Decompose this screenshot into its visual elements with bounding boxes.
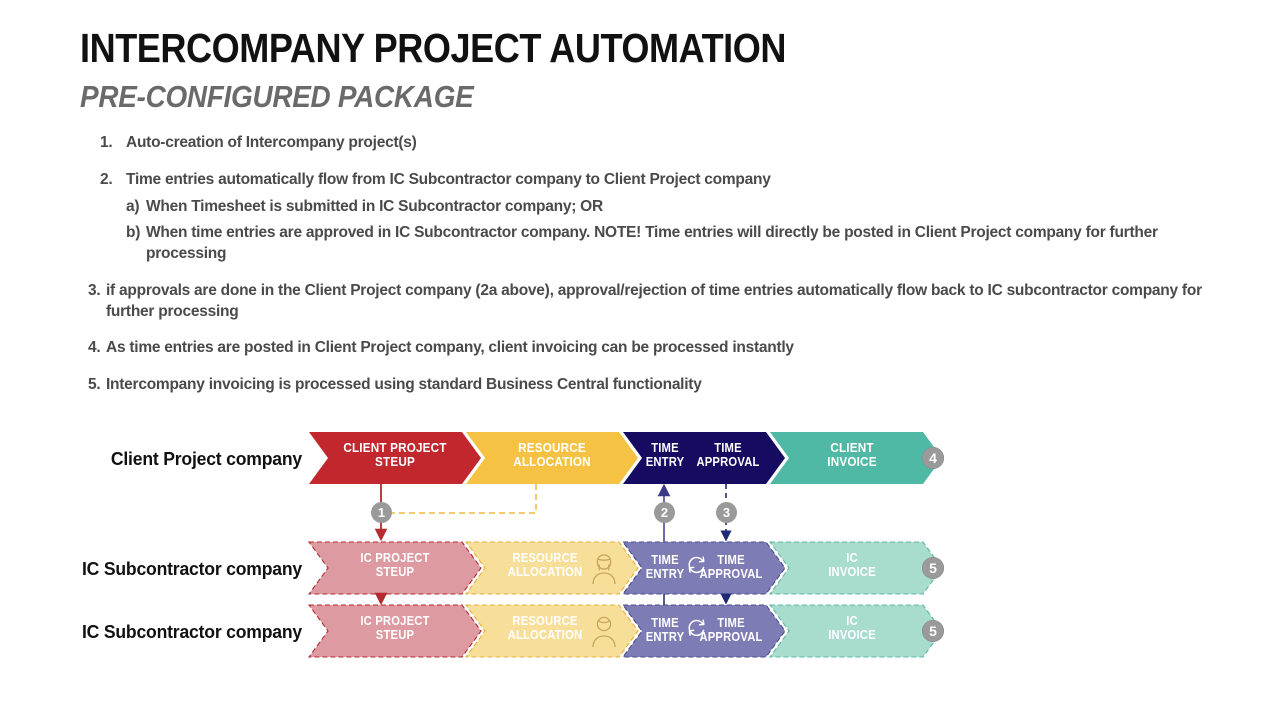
chevron-client-project-setup[interactable] bbox=[309, 432, 481, 484]
title-block: INTERCOMPANY PROJECT AUTOMATION PRE-CONF… bbox=[80, 25, 1200, 114]
list-item-sub: b) When time entries are approved in IC … bbox=[88, 223, 1218, 265]
list-item-number: a) bbox=[126, 197, 140, 215]
list-item-text: if approvals are done in the Client Proj… bbox=[106, 281, 1202, 320]
chevron-resource-allocation[interactable] bbox=[466, 432, 638, 484]
list-item: 3. if approvals are done in the Client P… bbox=[88, 281, 1218, 323]
list-item: 1. Auto-creation of Intercompany project… bbox=[88, 133, 1218, 154]
stage-label-ic-invoice: IC INVOICE bbox=[828, 551, 876, 579]
row-label-ic-subcontractor-2: IC Subcontractor company bbox=[81, 621, 303, 642]
status-badge-5: 5 bbox=[922, 620, 944, 642]
stage-label-time-approval: TIME APPROVAL bbox=[699, 553, 763, 581]
chevron-ic-project-setup[interactable] bbox=[307, 541, 482, 595]
chevron-client-invoice[interactable] bbox=[770, 432, 942, 484]
list-item-sub: a) When Timesheet is submitted in IC Sub… bbox=[88, 197, 1218, 218]
stage-label-time-entry: TIME ENTRY bbox=[645, 553, 685, 581]
connector-badge-3: 3 bbox=[716, 502, 737, 523]
bullet-list: 1. Auto-creation of Intercompany project… bbox=[88, 133, 1218, 408]
connector-resource-allocation-dashed bbox=[392, 484, 537, 514]
list-item-number: 2. bbox=[100, 170, 113, 188]
list-item: 2. Time entries automatically flow from … bbox=[88, 170, 1218, 191]
stage-label-client-invoice: CLIENT INVOICE bbox=[827, 440, 877, 470]
row-ic-sub-1-chevrons bbox=[307, 541, 943, 595]
stage-label-time-entry: TIME ENTRY bbox=[645, 616, 685, 644]
refresh-icon bbox=[686, 617, 707, 643]
list-item-text: Time entries automatically flow from IC … bbox=[126, 170, 771, 188]
stage-label-client-project-setup: CLIENT PROJECT STEUP bbox=[343, 440, 447, 470]
row-label-ic-subcontractor-1: IC Subcontractor company bbox=[81, 558, 303, 579]
stage-label-ic-project-setup: IC PROJECT STEUP bbox=[360, 614, 430, 642]
list-item-number: 5. bbox=[88, 376, 101, 394]
list-item-number: 3. bbox=[88, 281, 101, 299]
list-item-text: Intercompany invoicing is processed usin… bbox=[106, 376, 702, 394]
chevron-ic-invoice[interactable] bbox=[768, 541, 943, 595]
chevron-resource-allocation[interactable] bbox=[464, 604, 639, 658]
stage-label-time-approval: TIME APPROVAL bbox=[699, 616, 763, 644]
page-title: INTERCOMPANY PROJECT AUTOMATION bbox=[80, 25, 786, 71]
list-item-text: As time entries are posted in Client Pro… bbox=[106, 339, 794, 357]
person-female-icon bbox=[589, 551, 619, 590]
stage-label-time-approval: TIME APPROVAL bbox=[696, 441, 760, 469]
row-client-project-chevrons bbox=[309, 432, 942, 484]
stage-label-resource-allocation: RESOURCE ALLOCATION bbox=[507, 551, 583, 579]
page-subtitle: PRE-CONFIGURED PACKAGE bbox=[80, 79, 474, 114]
connector-badge-2: 2 bbox=[654, 502, 675, 523]
person-male-icon bbox=[589, 614, 619, 653]
row-label-client-project-company: Client Project company bbox=[110, 448, 302, 469]
list-item-text: When Timesheet is submitted in IC Subcon… bbox=[146, 197, 603, 215]
status-badge-5: 5 bbox=[922, 557, 944, 579]
stage-label-time-entry: TIME ENTRY bbox=[645, 441, 685, 469]
list-item: 5. Intercompany invoicing is processed u… bbox=[88, 375, 1218, 396]
process-flow-diagram: Client Project company IC Subcontractor … bbox=[0, 418, 1280, 678]
stage-label-resource-allocation: RESOURCE ALLOCATION bbox=[507, 614, 583, 642]
chevron-ic-project-setup[interactable] bbox=[307, 604, 482, 658]
list-item-text: Auto-creation of Intercompany project(s) bbox=[126, 134, 417, 151]
list-item-number: b) bbox=[126, 224, 141, 242]
stage-label-resource-allocation: RESOURCE ALLOCATION bbox=[513, 440, 591, 470]
chevron-time-entry-approval[interactable] bbox=[623, 432, 785, 484]
stage-label-ic-invoice: IC INVOICE bbox=[828, 614, 876, 642]
list-item-text: When time entries are approved in IC Sub… bbox=[146, 224, 1158, 263]
status-badge-4: 4 bbox=[922, 447, 944, 469]
list-item: 4. As time entries are posted in Client … bbox=[88, 338, 1218, 359]
chevron-ic-invoice[interactable] bbox=[768, 604, 943, 658]
chevron-resource-allocation[interactable] bbox=[464, 541, 639, 595]
stage-label-ic-project-setup: IC PROJECT STEUP bbox=[360, 551, 430, 579]
list-item-number: 4. bbox=[88, 339, 101, 357]
list-item-number: 1. bbox=[100, 134, 113, 151]
refresh-icon bbox=[686, 554, 707, 580]
connector-badge-1: 1 bbox=[371, 502, 392, 523]
